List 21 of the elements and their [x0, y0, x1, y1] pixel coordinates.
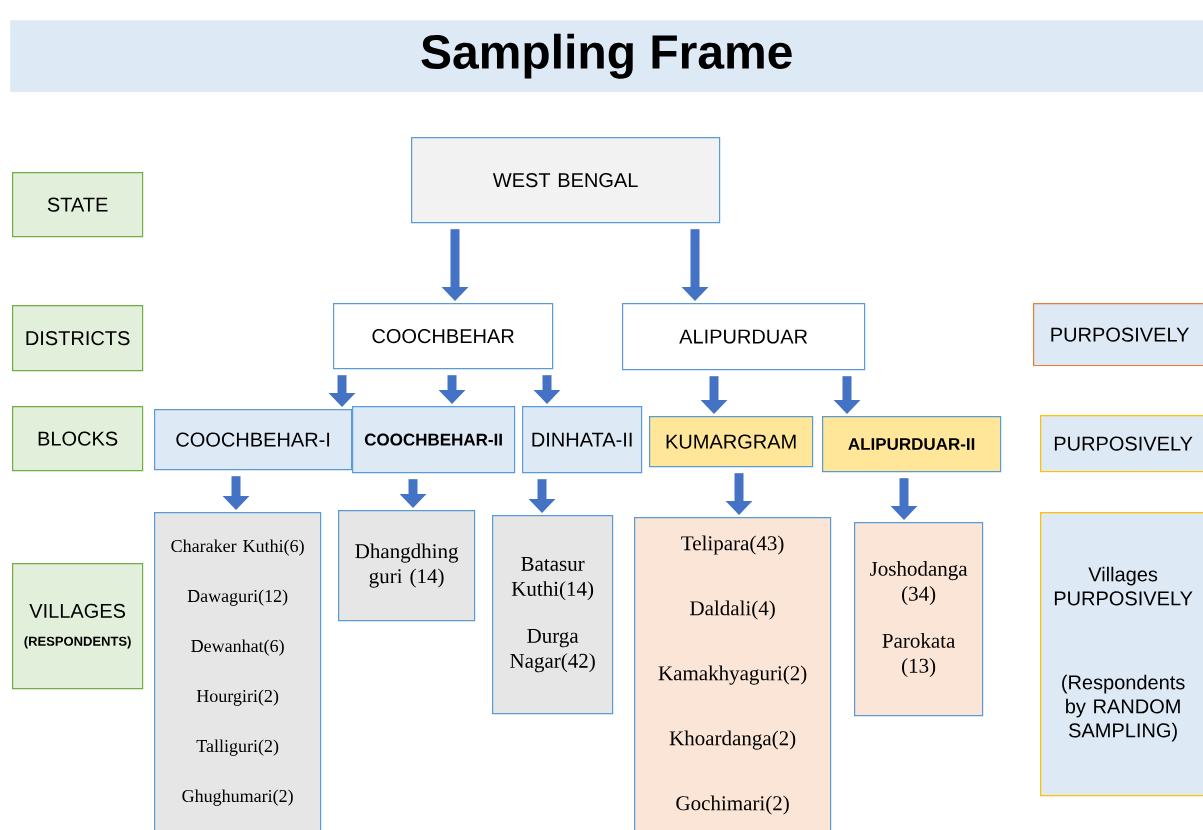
level-label: DISTRICTS — [12, 305, 144, 372]
level-label: BLOCKS — [12, 406, 144, 472]
method-box: PURPOSIVELY — [1040, 415, 1203, 473]
process-box: ALIPURDUAR-II — [822, 416, 1002, 473]
process-box: COOCHBEHAR — [333, 303, 554, 370]
level-label: STATE — [12, 172, 144, 238]
process-box: ALIPURDUAR — [622, 303, 866, 371]
process-box: WEST BENGAL — [411, 137, 721, 224]
process-box: KUMARGRAM — [649, 416, 814, 468]
process-box: COOCHBEHAR-II — [352, 406, 516, 474]
title-banner: Sampling Frame — [10, 20, 1203, 93]
method-box: PURPOSIVELY — [1033, 303, 1203, 367]
village-list-box: Charaker Kuthi(6) Dawaguri(12) Dewanhat(6) Hourgiri(2) Talliguri(2) Ghughumari(2) — [154, 512, 322, 830]
village-list-box: Batasur Kuthi(14) Durga Nagar(42) — [492, 515, 614, 715]
process-box: DINHATA-II — [522, 406, 643, 474]
process-box: COOCHBEHAR-I — [154, 409, 353, 471]
village-list-box: Telipara(43) Daldali(4) Kamakhyaguri(2) Khoardanga(2) Gochimari(2) — [634, 517, 832, 830]
village-list-box: Dhangdhing guri (14) — [338, 510, 476, 622]
village-list-box: Joshodanga (34) Parokata (13) — [854, 522, 984, 717]
level-label: VILLAGES (RESPONDENTS) — [12, 563, 144, 690]
method-box: Villages PURPOSIVELY (Respondents by RANDOM SAMPLING) — [1040, 512, 1203, 797]
